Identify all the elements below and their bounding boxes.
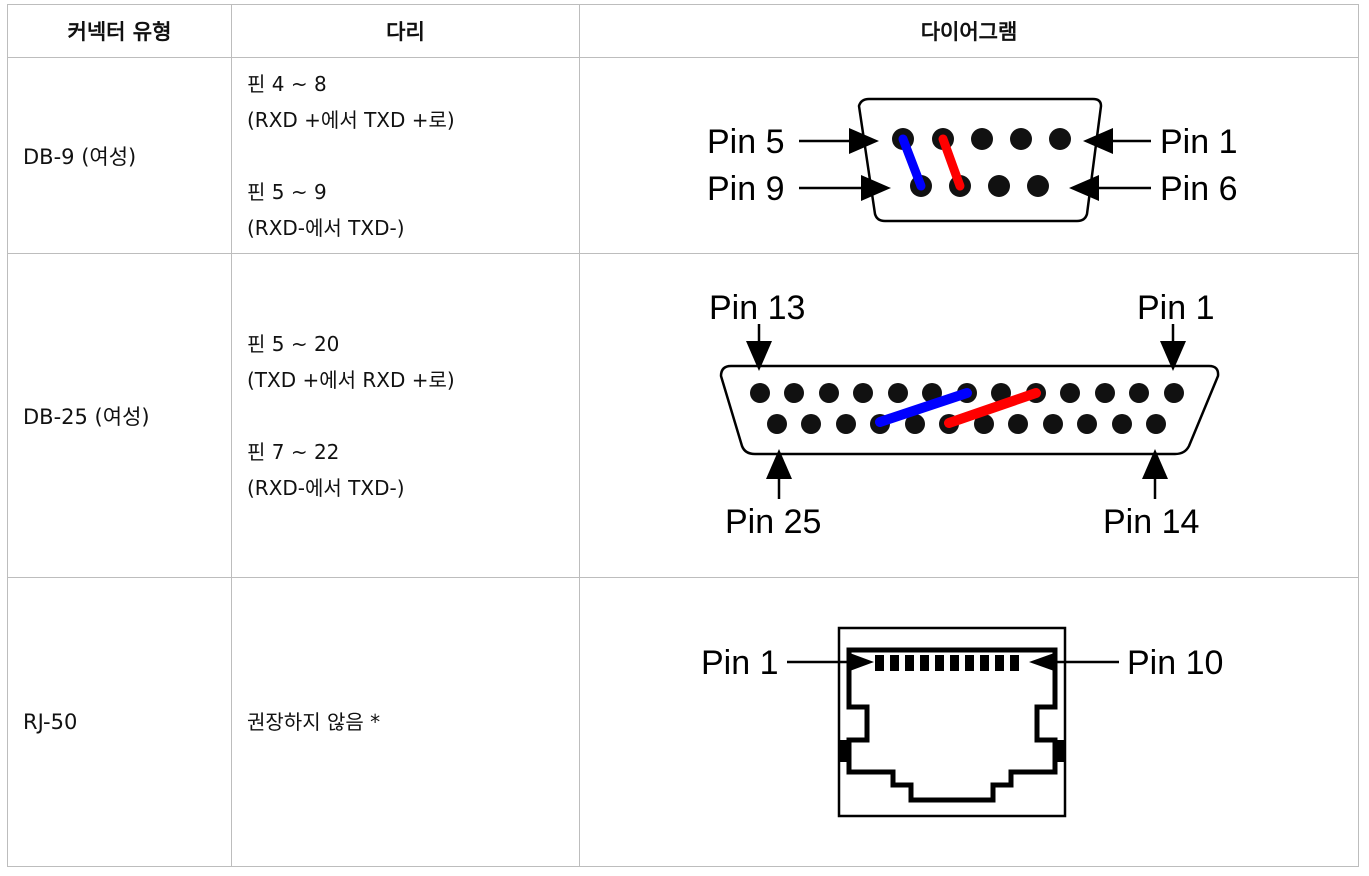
header-diagram: 다이어그램 (579, 4, 1359, 58)
label-pin10: Pin 10 (1127, 644, 1223, 682)
wiring-cell: 핀 4 ~ 8 (RXD +에서 TXD +로) 핀 5 ~ 9 (RXD-에서… (231, 57, 580, 254)
wiring-line: (TXD +에서 RXD +로) (247, 367, 455, 392)
header-row: 커넥터 유형 다리 다이어그램 (7, 4, 1359, 58)
wiring-line: (RXD-에서 TXD-) (247, 475, 405, 500)
header-wiring: 다리 (231, 4, 580, 58)
db25-arrows (746, 323, 1186, 499)
label-pin5: Pin 5 (707, 123, 785, 161)
connector-type-cell: RJ-50 (7, 577, 232, 867)
diagram-cell: Pin 13 Pin 1 Pin 25 Pin 14 (579, 253, 1359, 578)
db9-arrows (799, 127, 1151, 201)
connector-pinout-table: 커넥터 유형 다리 다이어그램 DB-9 (여성) 핀 4 ~ 8 (RXD +… (7, 4, 1359, 867)
red-jumper (944, 387, 1041, 428)
label-pin1: Pin 1 (701, 644, 779, 682)
label-pin6: Pin 6 (1160, 170, 1238, 208)
diagram-cell: Pin 5 Pin 9 Pin 1 Pin 6 (579, 57, 1359, 254)
wiring-line: 핀 5 ~ 9 (247, 179, 327, 204)
wiring-line: 핀 4 ~ 8 (247, 71, 327, 96)
db25-shell (719, 364, 1220, 455)
wiring-line: (RXD +에서 TXD +로) (247, 107, 455, 132)
table-row: RJ-50 권장하지 않음 * (7, 577, 1359, 867)
db25-diagram: Pin 13 Pin 1 Pin 25 Pin 14 (709, 289, 1220, 541)
db9-shell (857, 97, 1103, 222)
wiring-line: 핀 5 ~ 20 (247, 331, 340, 356)
db25-pins (750, 382, 1184, 434)
header-connector-type: 커넥터 유형 (7, 4, 232, 58)
red-jumper (938, 134, 965, 190)
label-pin14: Pin 14 (1103, 503, 1199, 541)
wiring-cell: 핀 5 ~ 20 (TXD +에서 RXD +로) 핀 7 ~ 22 (RXD-… (231, 253, 580, 578)
wiring-line: 핀 7 ~ 22 (247, 439, 340, 464)
diagram-cell: Pin 1 Pin 10 (579, 577, 1359, 867)
db9-diagram: Pin 5 Pin 9 Pin 1 Pin 6 (707, 97, 1238, 222)
connector-type-cell: DB-25 (여성) (7, 253, 232, 578)
blue-jumper (875, 387, 972, 427)
wiring-line: (RXD-에서 TXD-) (247, 215, 405, 240)
table-row: DB-9 (여성) 핀 4 ~ 8 (RXD +에서 TXD +로) 핀 5 ~… (7, 57, 1359, 254)
wiring-cell: 권장하지 않음 * (231, 577, 580, 867)
label-pin13: Pin 13 (709, 289, 805, 327)
rj50-diagram: Pin 1 Pin 10 (701, 626, 1223, 818)
rj50-latch-blocks (839, 740, 1065, 762)
wiring-line: 권장하지 않음 * (247, 710, 381, 734)
table-row: DB-25 (여성) 핀 5 ~ 20 (TXD +에서 RXD +로) 핀 7… (7, 253, 1359, 578)
rj50-contacts (875, 655, 1019, 671)
rj50-socket (846, 647, 1058, 803)
blue-jumper (898, 134, 926, 190)
connector-type-cell: DB-9 (여성) (7, 57, 232, 254)
label-pin1: Pin 1 (1137, 289, 1215, 327)
rj50-arrows (787, 652, 1119, 672)
label-pin9: Pin 9 (707, 170, 785, 208)
label-pin25: Pin 25 (725, 503, 821, 541)
label-pin1: Pin 1 (1160, 123, 1238, 161)
